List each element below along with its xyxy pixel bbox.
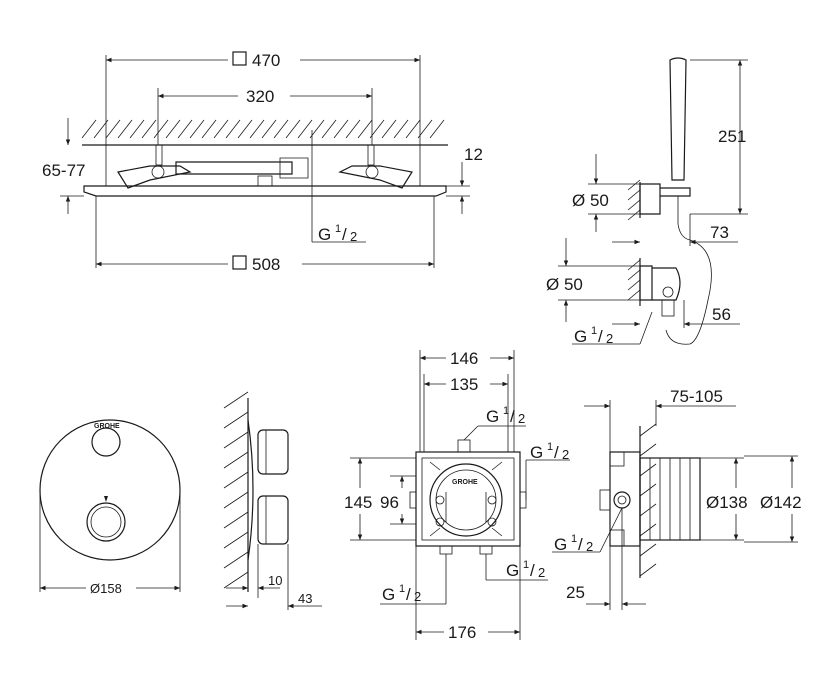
thread-label-5: G 1 / 2 [380, 554, 447, 605]
thread-label-1: G 1 / 2 [312, 223, 366, 244]
svg-text:2: 2 [586, 539, 593, 554]
svg-text:1: 1 [335, 223, 341, 235]
thread-label-7: G 1 / 2 [552, 507, 623, 554]
svg-text:/: / [578, 535, 583, 554]
thread-label-4: G 1 / 2 [525, 441, 570, 500]
dim-320: 320 [246, 87, 274, 106]
thread-label-6: G 1 / 2 [485, 554, 548, 581]
svg-text:1: 1 [503, 405, 509, 417]
svg-text:1: 1 [547, 441, 553, 453]
svg-text:G: G [574, 327, 587, 346]
rosette-logo: GROHE [94, 423, 120, 430]
svg-text:/: / [598, 327, 603, 346]
ceiling-hatch [81, 119, 448, 146]
dim-12: 12 [464, 145, 483, 164]
svg-text:G: G [318, 225, 331, 244]
rosette-front-view: GROHE Ø158 [39, 419, 181, 596]
svg-text:/: / [342, 225, 347, 244]
thread-label-3: G 1 / 2 [463, 405, 526, 441]
dim-145: 145 [344, 493, 372, 512]
svg-text:G: G [506, 561, 519, 580]
dim-dia-142: Ø142 [760, 493, 802, 512]
dim-146: 146 [450, 349, 478, 368]
svg-text:G: G [530, 443, 543, 462]
dim-25: 25 [566, 583, 585, 602]
svg-text:2: 2 [414, 589, 421, 604]
mounting-rails [117, 144, 413, 189]
svg-text:2: 2 [562, 447, 569, 462]
dim-10: 10 [268, 573, 282, 588]
dim-rosette-158: Ø158 [90, 581, 122, 596]
rapido-box-side-view: 75-105 Ø138 Ø142 25 G 1 / 2 [552, 387, 802, 610]
square-symbol-icon [232, 255, 247, 270]
dim-dia-138: Ø138 [706, 493, 748, 512]
rosette-side-view: 10 43 [223, 391, 322, 610]
dim-75-105: 75-105 [670, 387, 723, 406]
dim-251: 251 [718, 127, 746, 146]
svg-text:/: / [406, 585, 411, 604]
box-logo: GROHE [452, 479, 478, 486]
svg-text:1: 1 [591, 325, 597, 337]
dim-135: 135 [450, 375, 478, 394]
dim-43: 43 [298, 591, 312, 606]
svg-text:1: 1 [523, 559, 529, 571]
dim-470: 470 [252, 51, 280, 70]
svg-text:2: 2 [518, 411, 525, 426]
dim-508: 508 [252, 255, 280, 274]
dim-56: 56 [712, 305, 731, 324]
svg-text:1: 1 [571, 533, 577, 545]
square-symbol-icon [232, 51, 247, 66]
svg-text:/: / [554, 443, 559, 462]
dim-dia-50-bottom: Ø 50 [546, 275, 583, 294]
svg-text:/: / [510, 407, 515, 426]
hand-shower-view: 251 Ø 50 73 Ø 50 56 [546, 57, 748, 346]
svg-text:1: 1 [399, 583, 405, 595]
thread-label-2: G 1 / 2 [572, 311, 653, 346]
dim-96: 96 [380, 493, 399, 512]
svg-text:G: G [554, 535, 567, 554]
svg-text:G: G [382, 585, 395, 604]
dim-dia-50-top: Ø 50 [572, 191, 609, 210]
svg-text:2: 2 [606, 331, 613, 346]
overhead-shower-view: 470 320 65-77 12 G 1 / 2 508 [42, 51, 483, 274]
dim-176: 176 [448, 623, 476, 642]
svg-text:G: G [486, 407, 499, 426]
svg-text:/: / [530, 561, 535, 580]
svg-text:2: 2 [350, 229, 357, 244]
svg-text:2: 2 [538, 565, 545, 580]
rapido-box-front-view: GROHE 146 135 145 96 176 [344, 349, 570, 642]
dim-73: 73 [710, 223, 729, 242]
dim-65-77: 65-77 [42, 161, 85, 180]
